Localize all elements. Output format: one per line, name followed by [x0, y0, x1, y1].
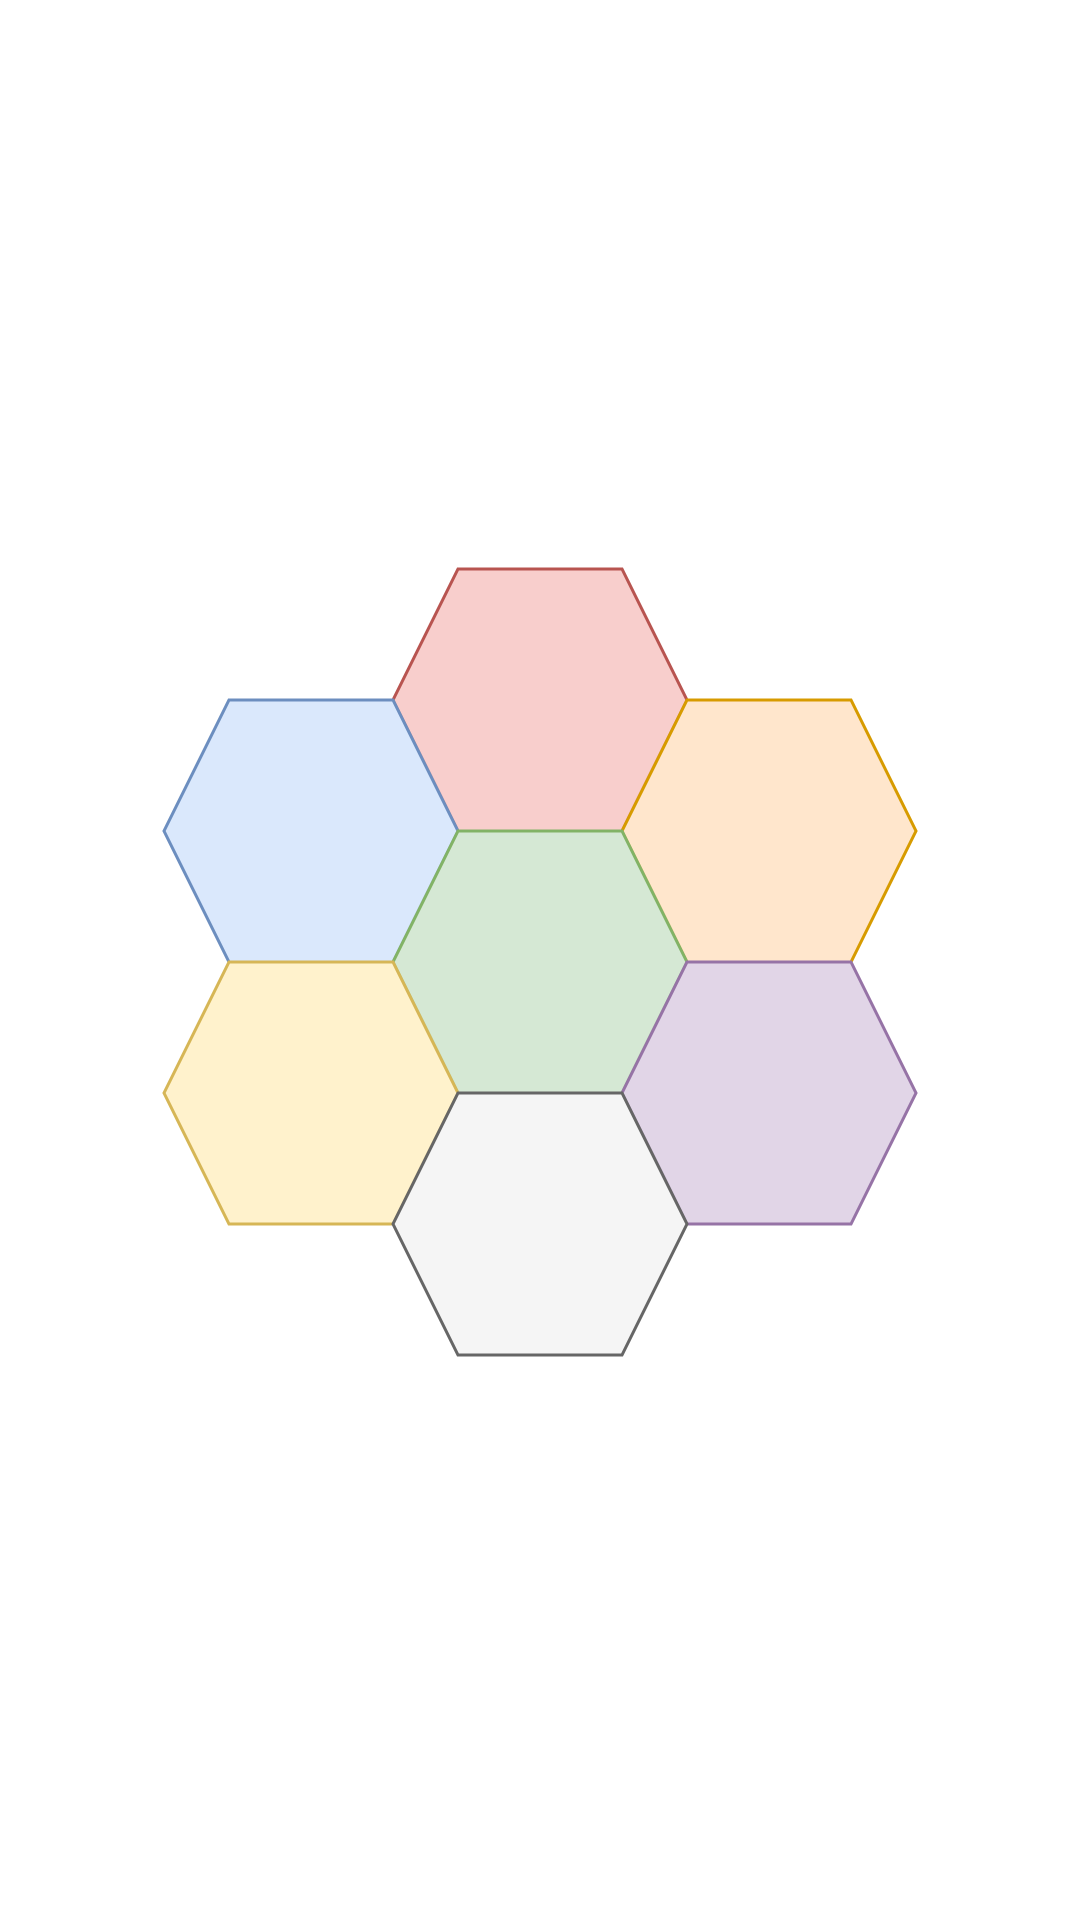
hexagon-bottom	[391, 1091, 689, 1357]
